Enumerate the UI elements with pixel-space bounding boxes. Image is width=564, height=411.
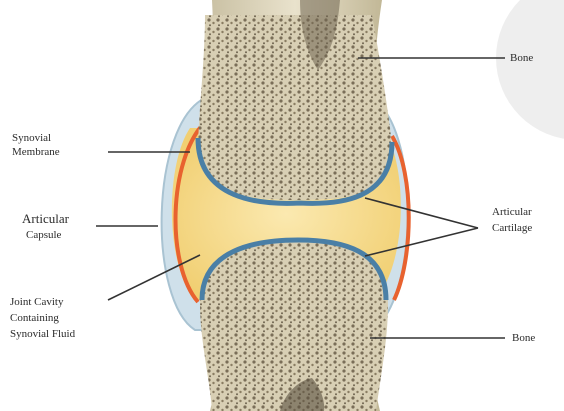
- label-synovial-membrane-line2: Membrane: [12, 146, 60, 159]
- label-bone-bottom: Bone: [512, 332, 535, 345]
- label-joint-cavity-line3: Synovial Fluid: [10, 328, 75, 341]
- label-joint-cavity-line2: Containing: [10, 312, 59, 325]
- label-synovial-membrane-line1: Synovial: [12, 132, 51, 145]
- label-articular-cartilage-line1: Articular: [492, 206, 532, 219]
- label-joint-cavity-line1: Joint Cavity: [10, 296, 63, 309]
- label-articular-cartilage-line2: Cartilage: [492, 222, 532, 235]
- label-articular-capsule-line2: Capsule: [26, 229, 61, 242]
- background-circle: [496, 0, 564, 140]
- label-articular-capsule-line1: Articular: [22, 211, 69, 227]
- label-bone-top: Bone: [510, 52, 533, 65]
- bone-bottom-head: [200, 242, 388, 411]
- bone-top-head: [198, 15, 392, 200]
